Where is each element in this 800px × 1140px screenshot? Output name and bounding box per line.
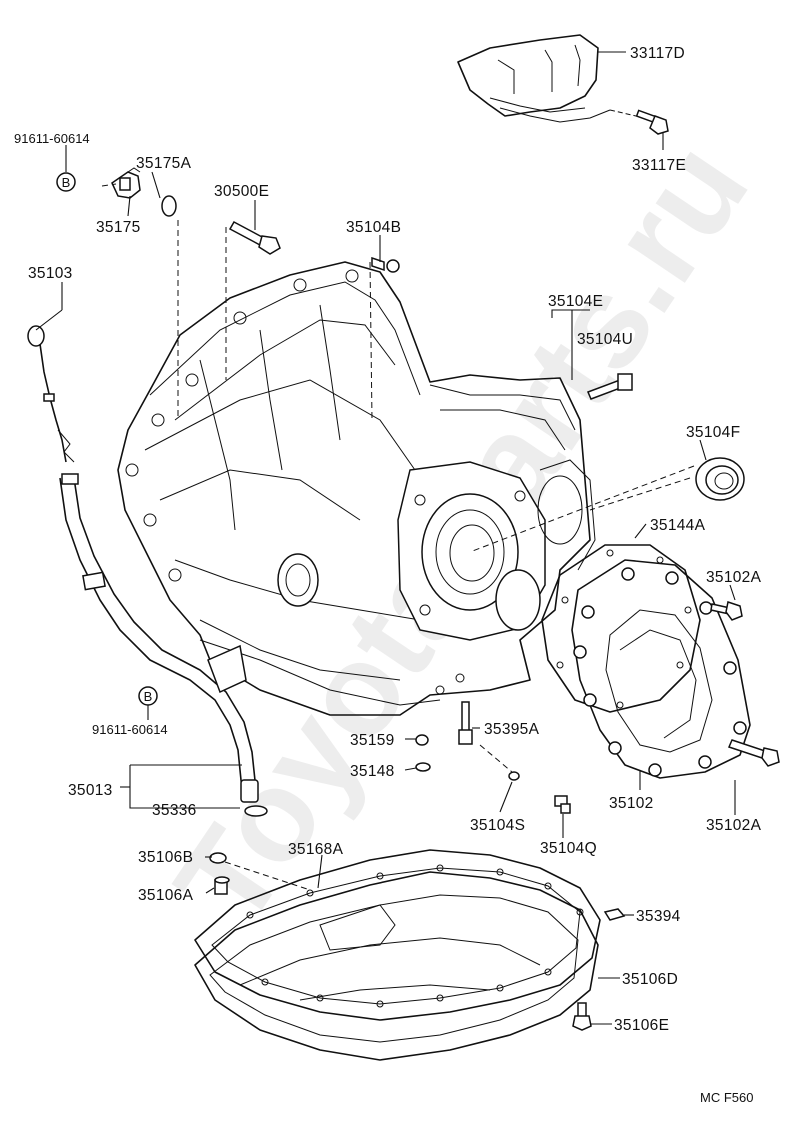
breather-plug-35395A-drawing — [458, 701, 473, 745]
label-35395A: 35395A — [484, 721, 540, 738]
bolt-35106E-drawing — [572, 1002, 592, 1031]
magnet-35394-drawing — [603, 908, 626, 921]
label-35104Q: 35104Q — [540, 840, 597, 857]
badge-b-bottom: B — [138, 686, 158, 706]
label-35104F: 35104F — [686, 424, 740, 441]
dipstick-35103-drawing — [27, 325, 75, 463]
label-35013: 35013 — [68, 782, 113, 799]
label-35102A-top: 35102A — [706, 569, 762, 586]
bolt-33117E-drawing — [609, 109, 669, 135]
label-33117D: 33117D — [630, 45, 685, 62]
gasket-35144A-drawing — [541, 544, 701, 713]
label-35104E: 35104E — [548, 293, 603, 310]
oil-seal-35104F-drawing — [695, 457, 745, 501]
label-35106E: 35106E — [614, 1017, 669, 1034]
bolt-35102A-bottom-drawing — [727, 739, 780, 767]
plug-35104B-drawing — [371, 256, 400, 273]
bolt-30500E-drawing — [228, 220, 281, 255]
oil-pan-gasket-35168A-drawing — [194, 849, 601, 1021]
speed-sensor-drawing — [111, 167, 141, 199]
label-35148: 35148 — [350, 763, 395, 780]
label-35102A-bottom: 35102A — [706, 817, 762, 834]
o-ring-35175A-drawing — [161, 195, 177, 217]
label-35104U: 35104U — [577, 331, 633, 348]
gasket-35148-drawing — [415, 762, 431, 772]
bolt-35104U-drawing — [587, 373, 633, 400]
label-35175: 35175 — [96, 219, 141, 236]
label-91611-60614-bottom: 91611-60614 — [92, 722, 168, 737]
label-35106B: 35106B — [138, 849, 193, 866]
label-35159: 35159 — [350, 732, 395, 749]
badge-b-bottom-label: B — [144, 689, 153, 704]
o-ring-35336-drawing — [244, 805, 268, 817]
badge-b-top-label: B — [62, 175, 71, 190]
oil-filler-tube-35013-drawing — [59, 473, 259, 803]
label-35106A: 35106A — [138, 887, 194, 904]
label-35102: 35102 — [609, 795, 654, 812]
figure-code: MC F560 — [700, 1090, 753, 1105]
leader-lines — [35, 51, 736, 1025]
o-ring-35104S-drawing — [508, 771, 520, 781]
gasket-35106B-drawing — [209, 852, 227, 864]
extension-housing-35102-drawing — [571, 559, 751, 779]
oil-pan-35106D-drawing — [194, 871, 599, 1061]
label-91611-60614-top: 91611-60614 — [14, 131, 90, 146]
label-30500E: 30500E — [214, 183, 269, 200]
label-35175A: 35175A — [136, 155, 192, 172]
label-35394: 35394 — [636, 908, 681, 925]
label-35103: 35103 — [28, 265, 73, 282]
heat-insulator-drawing — [457, 34, 611, 123]
transaxle-case-drawing — [117, 261, 596, 716]
plug-35159-drawing — [415, 734, 429, 746]
label-35104S: 35104S — [470, 817, 525, 834]
label-35104B: 35104B — [346, 219, 401, 236]
label-35144A: 35144A — [650, 517, 706, 534]
label-35168A: 35168A — [288, 841, 344, 858]
label-35336: 35336 — [152, 802, 197, 819]
label-33117E: 33117E — [632, 157, 686, 174]
bolt-35102A-top-drawing — [710, 601, 743, 621]
part-labels: 33117D 33117E 91611-60614 35175A 35175 3… — [14, 45, 762, 1105]
plug-35104Q-drawing — [554, 795, 571, 814]
label-35106D: 35106D — [622, 971, 678, 988]
badge-b-top: B — [56, 172, 76, 192]
drain-plug-35106A-drawing — [214, 876, 230, 895]
